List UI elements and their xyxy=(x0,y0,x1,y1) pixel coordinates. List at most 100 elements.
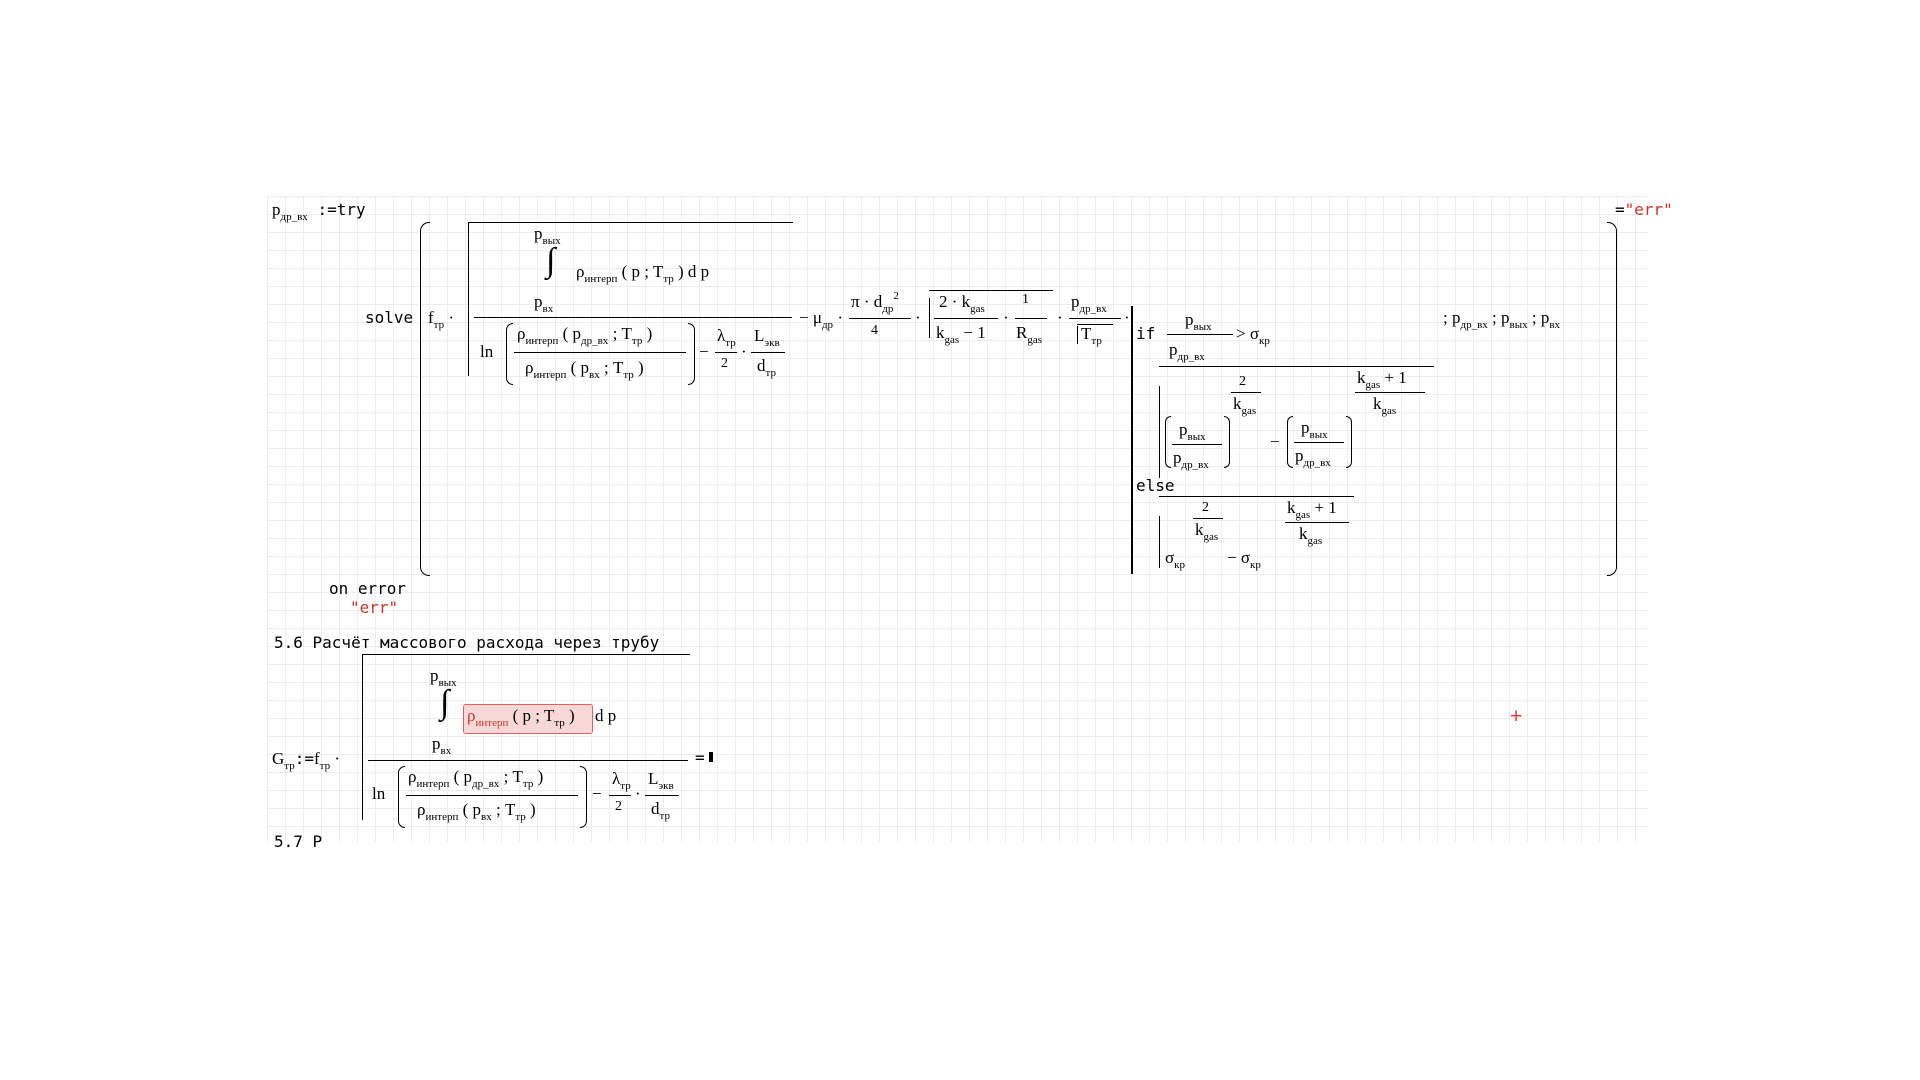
lambda-bar xyxy=(715,352,737,353)
eq1-assign-operator: := xyxy=(317,200,337,219)
eq2-lambda-bar xyxy=(609,795,631,796)
on-error-value: "err" xyxy=(350,598,399,617)
eq1-result[interactable]: ="err" xyxy=(1615,200,1673,219)
mu-dr-term: − μдр · xyxy=(799,308,843,331)
if-keyword: if xyxy=(1136,324,1156,343)
pi-d-denom: 4 xyxy=(871,323,878,338)
if-p-in-1: pдр_вх xyxy=(1173,448,1209,471)
eq2-integral-symbol: ∫ xyxy=(440,684,450,721)
radical-1-hook xyxy=(468,222,469,248)
eq2-ln-bar xyxy=(406,795,578,796)
piecewise-bar xyxy=(1131,306,1133,574)
integrand: ρинтерп ( p ; Tтр ) d p xyxy=(576,262,710,285)
worksheet-canvas[interactable]: pдр_вх :=try ="err" solve fтр · pвых ∫ p… xyxy=(267,196,1673,851)
else-exp-kplus1-num: kgas + 1 xyxy=(1287,498,1337,521)
ln-fraction-bar xyxy=(514,352,686,353)
radical-4-stem xyxy=(1159,386,1160,478)
eq2-radical-bar xyxy=(362,654,690,655)
k-gas-bar xyxy=(934,318,998,319)
p-dr-vx: pдр_вх xyxy=(1071,292,1107,315)
t-tr: Tтр xyxy=(1081,324,1102,347)
eq2-lambda: λтр xyxy=(612,769,631,792)
dot-op-3: · xyxy=(1003,308,1009,327)
integral-symbol: ∫ xyxy=(546,242,556,279)
eq1-try-keyword: try xyxy=(336,200,366,219)
if-p-in-2: pдр_вх xyxy=(1295,446,1331,469)
error-highlight-rho[interactable] xyxy=(463,704,593,734)
crosshair-cursor-icon: + xyxy=(1509,706,1524,726)
lambda-tr: λтр xyxy=(717,326,736,349)
radical-4-bar xyxy=(1159,366,1434,367)
f-tr-symbol: fтр · xyxy=(428,308,455,331)
lambda-denom: 2 xyxy=(721,356,728,371)
ln-denominator: ρинтерп ( pвх ; Tтр ) xyxy=(525,358,644,381)
r-gas: Rgas xyxy=(1016,323,1043,346)
solve-tail-args: ; pдр_вх ; pвых ; pвх xyxy=(1443,308,1561,331)
solve-keyword: solve xyxy=(365,308,414,327)
integral-lower-limit: pвх xyxy=(534,292,554,315)
else-sigma-1: σкр xyxy=(1165,548,1186,571)
if-ratio-bar xyxy=(1167,334,1233,335)
r-gas-bar xyxy=(1015,318,1047,319)
k-gas-minus-1: kgas − 1 xyxy=(936,323,986,346)
else-exp-2-num: 2 xyxy=(1202,500,1209,515)
eq2-radical-hook xyxy=(362,654,363,680)
try-bracket-right xyxy=(1607,222,1617,576)
eq2-lhs[interactable]: Gтр:=fтр · xyxy=(272,749,341,772)
eq1-lhs-assign[interactable]: pдр_вх :=try xyxy=(272,200,366,223)
radical-3-bar xyxy=(1077,324,1113,325)
eq2-integrand-rho[interactable]: ρинтерп ( p ; Tтр ) xyxy=(467,706,575,729)
eq2-ln-paren-left xyxy=(398,766,405,828)
if-paren2-right xyxy=(1346,416,1352,468)
eq2-d-tr: dтр xyxy=(651,799,670,822)
d-tr: dтр xyxy=(757,356,776,379)
on-error-keyword: on error xyxy=(329,579,407,598)
else-keyword: else xyxy=(1136,476,1175,495)
exp-kplus1-num: kgas + 1 xyxy=(1357,368,1407,391)
radical-1-stem xyxy=(468,248,469,376)
if-ratio-den: pдр_вх xyxy=(1169,340,1205,363)
radical-1-bar xyxy=(468,222,793,223)
eq2-ln-num: ρинтерп ( pдр_вх ; Tтр ) xyxy=(408,767,544,790)
exp-2-den: kgas xyxy=(1233,394,1257,417)
else-exp-kplus1-bar xyxy=(1285,522,1349,523)
eq2-assign-operator: := xyxy=(294,749,314,768)
ln-function: ln xyxy=(480,342,494,361)
if-minus: − xyxy=(1270,432,1280,451)
if-p-out-1: pвых xyxy=(1179,420,1206,443)
if-p-out-2: pвых xyxy=(1301,418,1328,441)
eq2-minus: − xyxy=(592,784,602,803)
eq2-integrand-dp: d p xyxy=(595,706,617,725)
try-bracket-left xyxy=(420,222,430,576)
if-paren2-left xyxy=(1287,416,1293,468)
exp-2-bar xyxy=(1231,392,1261,393)
if-frac2-bar xyxy=(1294,442,1344,443)
exp-kplus1-bar xyxy=(1355,392,1425,393)
ln-numerator: ρинтерп ( pдр_вх ; Tтр ) xyxy=(517,324,653,347)
else-exp-kplus1-den: kgas xyxy=(1299,524,1323,547)
if-ratio-num: pвых xyxy=(1185,310,1212,333)
eq1-result-value: "err" xyxy=(1624,200,1673,219)
section-heading-5-7-fragment[interactable]: 5.7 Р xyxy=(274,832,323,851)
else-minus-sigma: − σкр xyxy=(1227,548,1261,571)
dot-op-2: · xyxy=(915,308,921,327)
two-k-gas: 2 · kgas xyxy=(939,292,985,315)
eq2-ln: ln xyxy=(372,784,386,803)
fraction-1-bar xyxy=(474,317,792,318)
eq1-result-equals: = xyxy=(1615,200,1625,219)
radical-3-stem xyxy=(1077,326,1078,344)
eq2-lambda-den: 2 xyxy=(615,799,622,814)
if-paren1-right xyxy=(1224,416,1230,468)
radical-2-stem xyxy=(929,298,930,338)
eq2-l-ekv: Lэкв xyxy=(648,769,674,792)
eq2-result-placeholder[interactable] xyxy=(709,752,713,762)
dot-op: · xyxy=(741,342,747,361)
integral-upper-limit: pвых xyxy=(534,224,561,247)
section-heading-5-6[interactable]: 5.6 Расчёт массового расхода через трубу xyxy=(274,633,660,652)
minus-sign: − xyxy=(699,342,709,361)
if-frac1-bar xyxy=(1172,444,1222,445)
dot-op-4: · xyxy=(1057,308,1063,327)
exp-2-num: 2 xyxy=(1239,374,1246,389)
radical-2-bar xyxy=(929,290,1053,291)
eq2-integral-upper: pвых xyxy=(430,666,457,689)
